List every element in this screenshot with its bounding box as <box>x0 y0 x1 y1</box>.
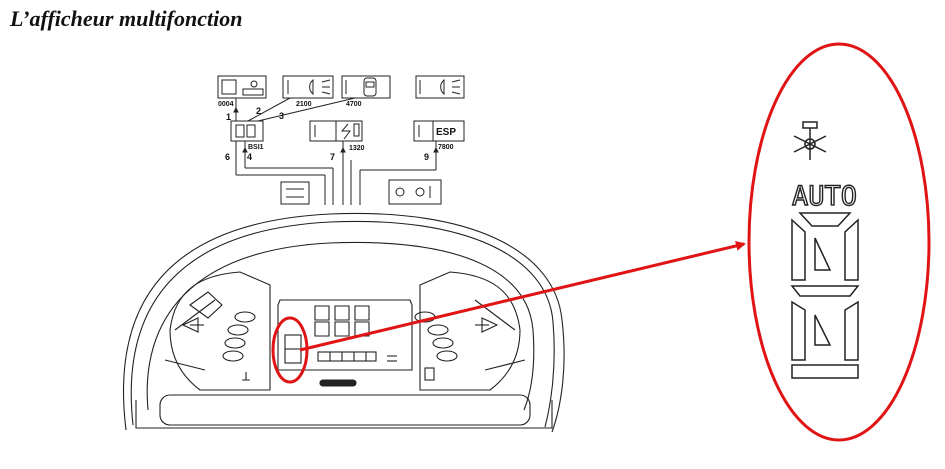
module-1320: 1320 <box>309 120 365 152</box>
right-warning-lights <box>414 311 458 362</box>
module-4700-code: 4700 <box>346 101 362 108</box>
module-bsi1-code: BSI1 <box>248 144 264 151</box>
wire-label-4: 4 <box>247 152 252 162</box>
module-0004: 0004 <box>217 75 267 108</box>
module-0004-code: 0004 <box>218 101 234 108</box>
odometer-button <box>319 379 357 387</box>
esp-label: ESP <box>436 127 456 138</box>
zoom-content: AUTO <box>790 121 860 379</box>
page-title: L’afficheur multifonction <box>10 6 243 31</box>
wire-label-9: 9 <box>424 152 429 162</box>
coolant-temperature-icon <box>242 372 250 381</box>
module-7800-code: 7800 <box>438 144 454 151</box>
wire-label-2: 2 <box>256 106 261 116</box>
module-4700: 4700 <box>341 75 391 108</box>
module-2100-code: 2100 <box>296 101 312 108</box>
network-wires <box>233 97 439 205</box>
lower-left-box <box>280 181 310 205</box>
lower-right-box <box>388 179 442 205</box>
module-2100: 2100 <box>282 75 334 108</box>
left-warning-lights <box>222 311 256 362</box>
snowflake-icon <box>793 121 827 160</box>
cluster-lcd <box>277 299 413 371</box>
module-7800: ESP 7800 <box>413 120 465 151</box>
auto-mode-label: AUTO <box>792 181 857 212</box>
seven-segment-digit <box>790 212 860 379</box>
zoom-arrow <box>299 240 746 352</box>
wire-label-6: 6 <box>225 152 230 162</box>
cluster-bottom-icons <box>242 367 435 387</box>
cluster-right-panel <box>419 271 526 391</box>
wire-label-3: 3 <box>279 111 284 121</box>
instrument-cluster <box>122 212 565 433</box>
zoom-ellipse <box>747 42 931 442</box>
wire-label-1: 1 <box>226 112 231 122</box>
module-1320-code: 1320 <box>349 145 365 152</box>
display-highlight-ring <box>271 316 309 384</box>
module-network: 0004 2100 4700 <box>217 75 465 205</box>
cluster-left-panel <box>164 271 271 391</box>
wire-label-7: 7 <box>330 152 335 162</box>
module-lamp <box>415 75 465 99</box>
fuel-pump-icon <box>424 367 435 381</box>
module-bsi1: BSI1 <box>230 120 264 151</box>
